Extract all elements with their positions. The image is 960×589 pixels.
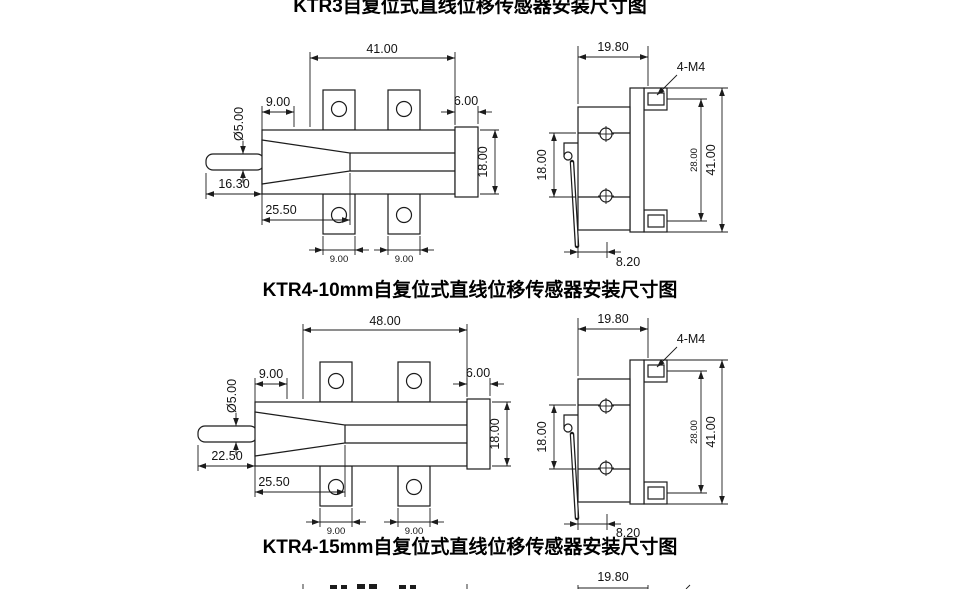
sensor-body-end (577, 106, 631, 231)
tab-hole (330, 100, 348, 118)
dim-shaft-diameter: Ø5.00 (225, 379, 239, 413)
plunger-shaft (205, 153, 265, 171)
next-drawing-partial: 19.80 (302, 570, 691, 589)
ktr4-10-side-view (205, 89, 479, 235)
dim-end-width-partial: 19.80 (597, 570, 628, 584)
clipped-text-fragment (330, 585, 337, 589)
rubber-boot (261, 139, 351, 185)
dim-overall-height: 41.00 (704, 144, 718, 175)
clipped-text-fragment (341, 585, 347, 589)
dim-end-body-height: 18.00 (535, 149, 549, 180)
dim-tab-width: 9.00 (395, 254, 414, 265)
dim-hole-pitch: 28.00 (689, 148, 700, 172)
caption-ktr3: KTR3自复位式直线位移传感器安装尺寸图 (293, 0, 647, 17)
dim-tab-width: 9.00 (405, 526, 424, 537)
dim-end-body-height: 18.00 (535, 421, 549, 452)
caption-ktr4-15: KTR4-15mm自复位式直线位移传感器安装尺寸图 (263, 535, 678, 558)
ktr4-10-end-view (563, 87, 668, 249)
clip-ring (563, 151, 573, 161)
rubber-boot (254, 411, 346, 457)
retaining-clip (563, 414, 578, 429)
dim-pin-offset: 8.20 (616, 526, 640, 540)
ktr4-15-side-view (197, 361, 491, 507)
mounting-flange (629, 87, 645, 233)
mounting-flange (629, 359, 645, 505)
dim-boot-length: 25.50 (265, 203, 296, 217)
screw-boss (647, 214, 665, 228)
dim-tab-width: 9.00 (330, 254, 349, 265)
retaining-clip (563, 142, 578, 157)
dim-body-height: 18.00 (488, 418, 502, 449)
dim-shaft-length: 22.50 (211, 449, 242, 463)
dim-overall-height: 41.00 (704, 416, 718, 447)
dim-body-height: 18.00 (476, 146, 490, 177)
dim-overall-width: 48.00 (369, 314, 400, 328)
screw-boss (647, 364, 665, 378)
dim-hole-pitch: 28.00 (689, 420, 700, 444)
clipped-text-fragment (369, 584, 377, 589)
tab-hole (327, 372, 345, 390)
clipped-text-fragment (410, 585, 416, 589)
dim-end-width: 19.80 (597, 312, 628, 326)
dim-overall-width: 41.00 (366, 42, 397, 56)
dim-cap-width: 6.00 (466, 366, 490, 380)
ktr4-15-side-dimensions: 48.00 9.00 6.00 Ø5.00 22.50 25.50 18.00 (197, 314, 511, 537)
tab-hole (395, 100, 413, 118)
sensor-body-end (577, 378, 631, 503)
dim-thread-callout: 4-M4 (677, 60, 706, 74)
ktr4-15-end-dimensions: 19.80 4-M4 18.00 28.00 41.00 8.20 (535, 312, 728, 540)
dim-boot-length: 25.50 (258, 475, 289, 489)
plunger-shaft (197, 425, 258, 443)
screw-boss (647, 486, 665, 500)
dim-left-offset: 9.00 (259, 367, 283, 381)
end-cap (454, 126, 479, 198)
dim-pin-offset: 8.20 (616, 255, 640, 269)
ktr4-10-side-dimensions: 41.00 9.00 6.00 Ø5.00 16.30 25.50 18.00 (205, 42, 499, 265)
clipped-text-fragment (399, 585, 406, 589)
dim-thread-callout: 4-M4 (677, 332, 706, 346)
tab-hole (405, 478, 423, 496)
tab-hole (405, 372, 423, 390)
dim-left-offset: 9.00 (266, 95, 290, 109)
tab-hole (395, 206, 413, 224)
dim-shaft-diameter: Ø5.00 (232, 107, 246, 141)
screw-boss (647, 92, 665, 106)
dim-end-width: 19.80 (597, 40, 628, 54)
dim-shaft-length: 16.30 (218, 177, 249, 191)
dim-cap-width: 6.00 (454, 94, 478, 108)
ktr4-15-end-view (563, 359, 668, 521)
end-cap (466, 398, 491, 470)
dim-tab-width: 9.00 (327, 526, 346, 537)
clip-ring (563, 423, 573, 433)
caption-ktr4-10: KTR4-10mm自复位式直线位移传感器安装尺寸图 (263, 278, 678, 301)
ktr4-10-end-dimensions: 19.80 4-M4 18.00 28.00 41.00 8.20 (535, 40, 728, 269)
clipped-text-fragment (357, 584, 365, 589)
